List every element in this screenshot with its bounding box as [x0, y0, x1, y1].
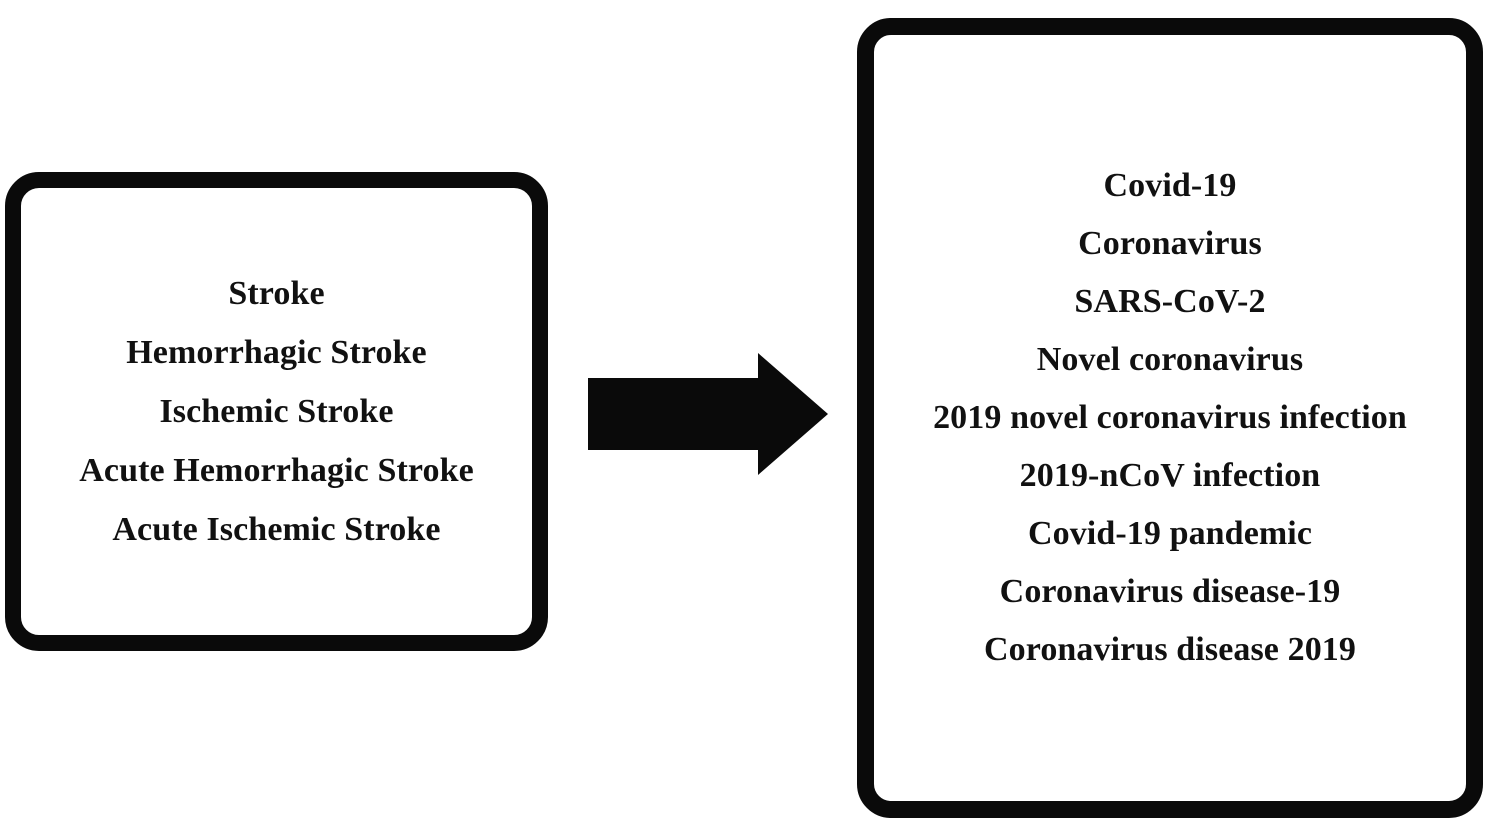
target-term-4: Novel coronavirus	[1036, 341, 1304, 378]
target-term-6: 2019-nCoV infection	[1019, 457, 1321, 494]
source-term-5: Acute Ischemic Stroke	[112, 511, 441, 548]
target-term-1: Covid-19	[1103, 167, 1237, 204]
source-term-3: Ischemic Stroke	[159, 393, 394, 430]
target-term-7: Covid-19 pandemic	[1027, 515, 1313, 552]
target-term-5: 2019 novel coronavirus infection	[933, 399, 1407, 436]
source-term-box: Stroke Hemorrhagic Stroke Ischemic Strok…	[5, 172, 548, 651]
target-term-3: SARS-CoV-2	[1074, 283, 1266, 320]
target-term-2: Coronavirus	[1078, 225, 1262, 262]
source-term-2: Hemorrhagic Stroke	[126, 334, 427, 371]
right-arrow-icon	[588, 353, 828, 475]
source-term-1: Stroke	[228, 275, 325, 312]
target-term-box: Covid-19 Coronavirus SARS-CoV-2 Novel co…	[857, 18, 1483, 818]
source-term-4: Acute Hemorrhagic Stroke	[79, 452, 474, 489]
target-term-8: Coronavirus disease-19	[999, 573, 1341, 610]
target-term-9: Coronavirus disease 2019	[983, 631, 1357, 668]
source-term-list: Stroke Hemorrhagic Stroke Ischemic Strok…	[21, 264, 532, 559]
target-term-list: Covid-19 Coronavirus SARS-CoV-2 Novel co…	[874, 157, 1466, 679]
